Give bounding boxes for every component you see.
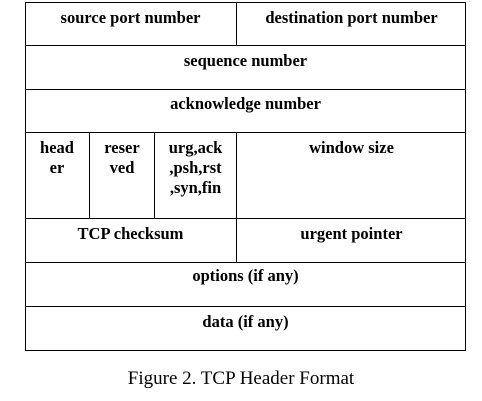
urgent-pointer-field: urgent pointer: [300, 224, 403, 243]
divider-row-6: [25, 306, 466, 307]
header-length-field: head er: [40, 138, 74, 177]
options-field: options (if any): [192, 266, 299, 285]
divider-reserved-flags: [154, 132, 155, 219]
acknowledge-number-field: acknowledge number: [170, 94, 321, 113]
sequence-number-field: sequence number: [183, 51, 308, 70]
destination-port-field: destination port number: [265, 8, 438, 27]
diagram-border: [25, 2, 466, 351]
divider-row-3: [25, 132, 466, 133]
window-size-field: window size: [309, 138, 394, 157]
divider-row-5: [25, 262, 466, 263]
flags-field: urg,ack ,psh,rst ,syn,fin: [168, 138, 223, 197]
divider-row-2: [25, 89, 466, 90]
divider-port-split: [236, 2, 237, 46]
divider-row-4: [25, 218, 466, 219]
data-field: data (if any): [202, 312, 289, 331]
reserved-field: reser ved: [104, 138, 140, 177]
divider-header-reserved: [89, 132, 90, 219]
tcp-checksum-field: TCP checksum: [77, 224, 184, 243]
divider-row-1: [25, 45, 466, 46]
source-port-field: source port number: [60, 8, 201, 27]
figure-caption: Figure 2. TCP Header Format: [127, 368, 355, 389]
divider-flags-window: [236, 132, 237, 263]
